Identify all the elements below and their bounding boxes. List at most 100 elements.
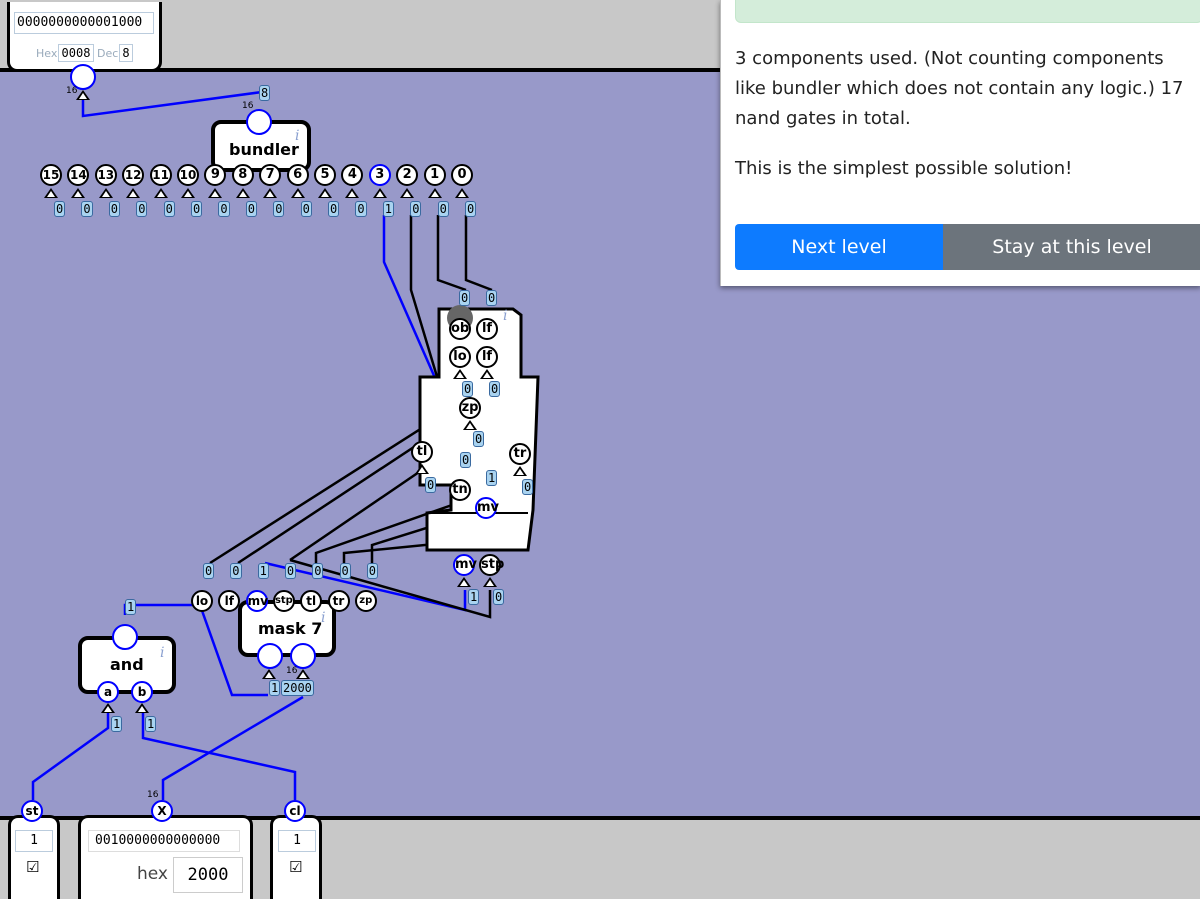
mv-value: 1	[486, 470, 498, 486]
input-st-panel	[8, 815, 60, 899]
bundler-pin-arrow	[44, 188, 58, 198]
bundler-pin-arrow	[98, 188, 113, 198]
bundler-pin-arrow	[345, 188, 360, 198]
mask7-value: 0	[203, 563, 215, 579]
bundler-pin[interactable]: 8	[231, 164, 254, 186]
mask7-pin-stp[interactable]: stp	[272, 590, 295, 612]
bundler-pin-value: 0	[54, 201, 66, 217]
input-st-checkbox[interactable]: ☑	[26, 858, 40, 876]
bundler-pin[interactable]: 12	[122, 164, 145, 186]
output-arrow	[76, 90, 90, 100]
bundler-pin[interactable]: 14	[67, 164, 90, 186]
bundler-pin[interactable]: 1	[423, 164, 446, 186]
pin-lo[interactable]: lo	[449, 346, 471, 368]
bundler-pin[interactable]: 13	[94, 164, 117, 186]
bundler-pin[interactable]: 6	[286, 164, 309, 186]
tl-value: 0	[425, 477, 437, 493]
pin-ob[interactable]: ob	[449, 318, 471, 340]
pin-tn[interactable]: tn	[449, 479, 471, 501]
bundler-pin[interactable]: 0	[451, 164, 473, 186]
stay-level-button[interactable]: Stay at this level	[943, 224, 1200, 270]
input-x-pin[interactable]: X	[151, 800, 173, 822]
mask7-bits-label: 16	[286, 666, 298, 676]
result-message-optimal: This is the simplest possible solution!	[735, 158, 1073, 179]
dec-value-field: 8	[119, 44, 133, 62]
mask7-pin-zp[interactable]: zp	[354, 590, 377, 612]
pin-mv-out[interactable]: mv	[453, 554, 477, 576]
wire	[161, 695, 304, 800]
bundler-pin-value: 0	[245, 201, 258, 217]
input-cl-value[interactable]: 1	[278, 830, 316, 852]
mask7-value: 0	[339, 563, 351, 579]
bundler-pin-value: 0	[218, 201, 230, 217]
bundler-pin-value: 1	[382, 201, 395, 217]
and-title: and	[110, 655, 144, 674]
arrow	[457, 577, 471, 587]
bundler-pin-value: 0	[465, 201, 477, 217]
pin-tr[interactable]: tr	[509, 443, 531, 465]
pin-lf[interactable]: lf	[476, 318, 498, 340]
arrow	[262, 669, 276, 679]
bundler-pin[interactable]: 10	[177, 164, 199, 186]
pin-stp-out[interactable]: stp	[479, 554, 504, 576]
mask7-input-a[interactable]	[257, 643, 283, 669]
and-input-a[interactable]: a	[97, 681, 119, 703]
output-pin[interactable]	[70, 64, 96, 90]
bundler-bits-label: 16	[242, 101, 254, 111]
lf-value: 0	[489, 381, 501, 397]
input-x-hex-value[interactable]: 2000	[173, 857, 243, 893]
wire	[31, 712, 110, 800]
bundler-pin-value: 0	[273, 201, 285, 217]
next-level-button[interactable]: Next level	[735, 224, 943, 270]
info-icon[interactable]: i	[295, 128, 300, 144]
bundler-output-pin[interactable]	[246, 109, 272, 135]
result-message: 3 components used. (Not counting compone…	[735, 48, 1184, 129]
bundler-pin[interactable]: 3	[368, 164, 391, 186]
info-icon[interactable]: i	[321, 610, 326, 626]
bundler-output-value: 8	[259, 85, 271, 101]
mask7-pin-lf[interactable]: lf	[218, 590, 241, 612]
mask7-pin-tr[interactable]: tr	[327, 590, 350, 612]
bundler-pin[interactable]: 15	[40, 164, 62, 186]
arrow	[463, 420, 477, 430]
bundler-pin-arrow	[181, 188, 195, 198]
input-x-hex-label: hex	[137, 864, 168, 884]
bundler-pin[interactable]: 11	[149, 164, 172, 186]
zp-value: 0	[473, 431, 485, 447]
bundler-pin-value: 0	[136, 201, 148, 217]
input-cl-pin[interactable]: cl	[284, 800, 306, 822]
and-input-b[interactable]: b	[131, 681, 153, 703]
wire	[141, 712, 297, 800]
bundler-pin[interactable]: 4	[341, 164, 364, 186]
arrow	[453, 369, 467, 379]
input-st-pin[interactable]: st	[21, 800, 43, 822]
bundler-pin[interactable]: 2	[396, 164, 419, 186]
pin-lf[interactable]: lf	[476, 346, 498, 368]
and-output-value: 1	[125, 599, 137, 615]
mask7-input-b[interactable]	[290, 643, 316, 669]
and-a-value: 1	[111, 716, 123, 732]
bundler-pin[interactable]: 7	[259, 164, 282, 186]
top-value-1: 0	[459, 290, 471, 306]
mask7-title: mask 7	[258, 619, 323, 638]
top-value-2: 0	[486, 290, 498, 306]
bundler-pin-arrow	[455, 188, 469, 198]
pin-tl[interactable]: tl	[411, 441, 433, 463]
mask7-pin-tl[interactable]: tl	[300, 590, 323, 612]
and-output-pin[interactable]	[112, 624, 138, 650]
bundler-pin-value: 0	[328, 201, 340, 217]
pin-zp[interactable]: zp	[459, 397, 481, 419]
mask7-value: 1	[257, 563, 269, 579]
mask7-pin-lo[interactable]: lo	[191, 590, 213, 612]
input-st-value[interactable]: 1	[15, 830, 53, 852]
input-x-binary[interactable]: 0010000000000000	[88, 830, 240, 852]
info-icon[interactable]: i	[160, 645, 165, 661]
info-icon[interactable]: i	[503, 308, 508, 324]
pin-mv[interactable]: mv	[475, 497, 499, 519]
bundler-pin[interactable]: 5	[314, 164, 336, 186]
mask7-pin-mv[interactable]: mv	[245, 590, 268, 612]
bundler-pin[interactable]: 9	[204, 164, 227, 186]
hex-value-field: 0008	[58, 44, 94, 62]
success-banner	[735, 0, 1200, 23]
input-cl-checkbox[interactable]: ☑	[289, 858, 303, 876]
